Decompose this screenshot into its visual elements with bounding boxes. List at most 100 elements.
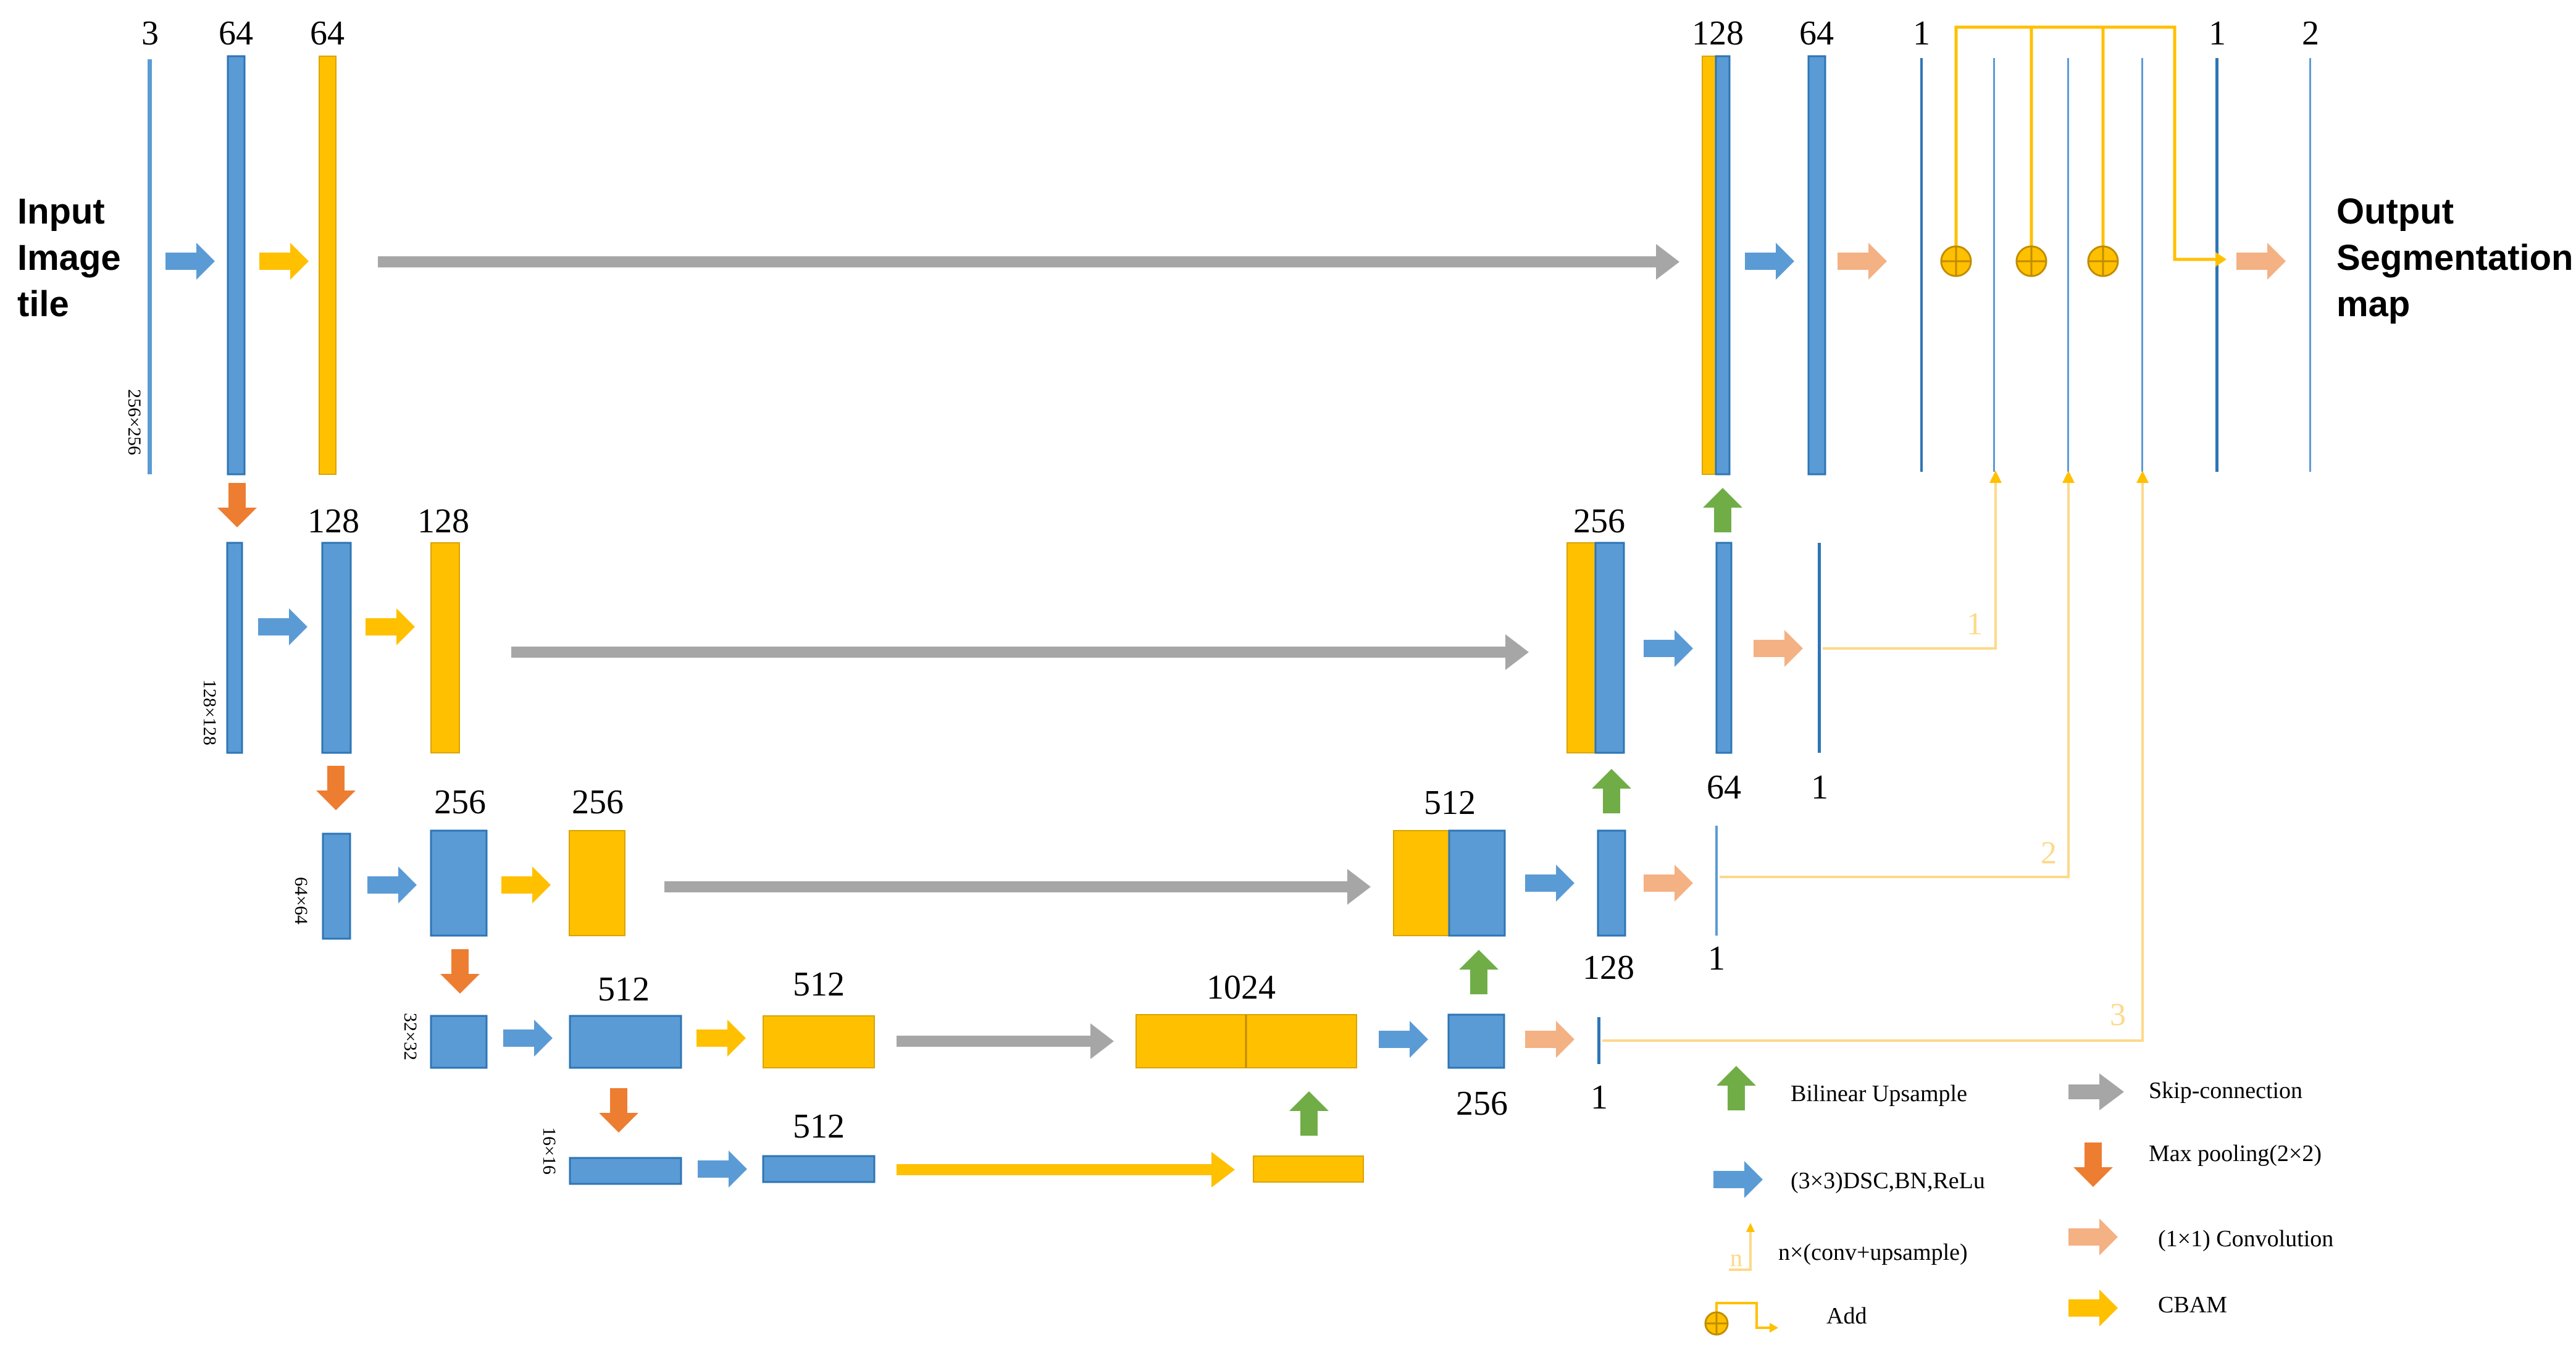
feature-map-l3-conv [430, 829, 488, 937]
feature-map-l3-cbam [569, 830, 625, 936]
channel-label-d4-1024: 1024 [1206, 968, 1276, 1007]
feature-map-l5-conv [762, 1155, 876, 1183]
conv1x1-arrow-d2 [1754, 630, 1803, 667]
input-label-line1: Input [17, 191, 105, 232]
channel-label-l2-128b: 128 [417, 502, 469, 540]
skip-connection-l2 [511, 634, 1529, 670]
dsc-arrow-l3 [367, 866, 417, 903]
feature-map-l5-cbam [1253, 1155, 1364, 1183]
output-map-add3 [2141, 58, 2143, 472]
channel-label-d1-64: 64 [1799, 14, 1834, 52]
feature-map-l2-pool [226, 542, 243, 754]
legend-blue-arrow [1713, 1161, 1763, 1198]
maxpool-arrow-4 [599, 1088, 638, 1133]
legend-skip-label: Skip-connection [2149, 1078, 2302, 1104]
feature-map-l4-pool [430, 1015, 488, 1069]
legend-bilinear-label: Bilinear Upsample [1791, 1081, 1967, 1107]
output-map-add2 [2067, 58, 2069, 472]
legend-add-label: Add [1826, 1303, 1867, 1329]
conv1x1-arrow-out [2236, 243, 2286, 280]
feature-map-d1-concat-yellow [1702, 56, 1717, 475]
feature-map-d2-concat-yellow [1566, 542, 1596, 753]
route-2-arrowhead [2062, 471, 2075, 483]
output-label-line2: Segmentation [2336, 238, 2574, 278]
add-node-1 [1940, 245, 1972, 277]
dsc-arrow-l4 [503, 1020, 553, 1057]
channel-label-d1-side-1: 1 [1811, 768, 1828, 807]
channel-label-out-2: 2 [2302, 14, 2319, 52]
add-node-2 [2015, 245, 2047, 277]
dsc-arrow-l2 [258, 608, 307, 645]
feature-map-l1-conv [227, 55, 246, 476]
dsc-arrow-d1 [1745, 243, 1794, 280]
skip-connection-l4 [897, 1023, 1114, 1059]
side-output-routes [1602, 479, 2144, 1042]
feature-map-d2-concat-blue [1594, 542, 1625, 754]
cbam-arrow-l3 [501, 866, 551, 903]
deep-supervision-paths [1954, 25, 2215, 261]
output-map-main [1920, 58, 1923, 472]
feature-map-d3-conv [1597, 829, 1626, 937]
channel-label-l5-512: 512 [793, 1107, 845, 1146]
channel-label-l4-512a: 512 [598, 970, 650, 1008]
dsc-arrow-l1 [165, 243, 215, 280]
skip-connection-l3 [664, 869, 1371, 905]
route-label-3: 3 [2110, 997, 2126, 1033]
feature-map-d1-conv [1807, 55, 1826, 476]
channel-label-out-1b: 1 [2209, 14, 2226, 52]
size-label-128: 128×128 [199, 679, 220, 745]
channel-label-d3-128: 128 [1583, 949, 1634, 987]
channel-label-s3-1: 1 [1591, 1078, 1608, 1117]
feature-map-d2-conv [1715, 542, 1733, 754]
route-3-arrowhead [2136, 471, 2149, 483]
feature-map-l2-cbam [430, 542, 460, 753]
upsample-arrow-d3 [1592, 769, 1631, 813]
legend-n-conv-glyph: n [1729, 1223, 1755, 1272]
legend-gray-arrow [2068, 1073, 2124, 1110]
skip-connection-l1 [378, 244, 1679, 280]
channel-label-s2-1: 1 [1708, 939, 1725, 978]
legend-add-glyph [1704, 1302, 1778, 1336]
channel-label-l3-256b: 256 [572, 783, 624, 821]
dsc-arrow-d3 [1525, 865, 1574, 902]
size-label-32: 32×32 [400, 1013, 420, 1060]
upsample-arrow-d2 [1703, 488, 1742, 532]
channel-label-d4-256: 256 [1456, 1084, 1508, 1123]
feature-map-d4-conv [1447, 1013, 1505, 1069]
legend-cbam-label: CBAM [2158, 1292, 2227, 1318]
upsample-arrow-bottleneck [1289, 1091, 1329, 1136]
feature-map-l4-conv [569, 1015, 682, 1069]
channel-label-l3-256a: 256 [434, 783, 486, 821]
side-output-1-map [1818, 543, 1821, 753]
input-label-line3: tile [17, 284, 69, 324]
feature-map-l1-cbam [319, 56, 337, 475]
legend-orange-arrow [2073, 1142, 2113, 1187]
size-label-64: 64×64 [291, 877, 311, 924]
output-map-final [2309, 58, 2311, 472]
legend-n-symbol: n [1730, 1244, 1742, 1272]
legend-green-arrow [1717, 1066, 1756, 1110]
feature-map-d1-concat-blue [1715, 55, 1731, 476]
input-label-line2: Image [17, 238, 121, 278]
output-map-add1 [1993, 58, 1995, 472]
channel-label-d2-256: 256 [1573, 502, 1625, 540]
channel-label-d3-512: 512 [1424, 784, 1476, 822]
legend-yellow-arrow [2068, 1289, 2118, 1327]
output-label-line3: map [2336, 284, 2410, 324]
legend-nconv-label: n×(conv+upsample) [1778, 1239, 1968, 1265]
route-1-arrowhead [1989, 471, 2002, 483]
maxpool-arrow-2 [316, 766, 356, 810]
channel-label-l2-128a: 128 [307, 502, 359, 540]
feature-map-l4-cbam [763, 1015, 875, 1068]
channel-label-l1-64b: 64 [310, 14, 345, 52]
maxpool-arrow-3 [440, 949, 480, 994]
route-label-2: 2 [2041, 836, 2057, 871]
size-label-16: 16×16 [539, 1127, 559, 1175]
cbam-arrow-bottleneck [897, 1152, 1235, 1188]
feature-map-l3-pool [322, 832, 351, 940]
route-label-1: 1 [1967, 606, 1983, 642]
conv1x1-arrow-d3 [1644, 865, 1693, 902]
maxpool-arrow-1 [217, 483, 257, 527]
feature-map-d3-concat-yellow [1393, 830, 1450, 936]
